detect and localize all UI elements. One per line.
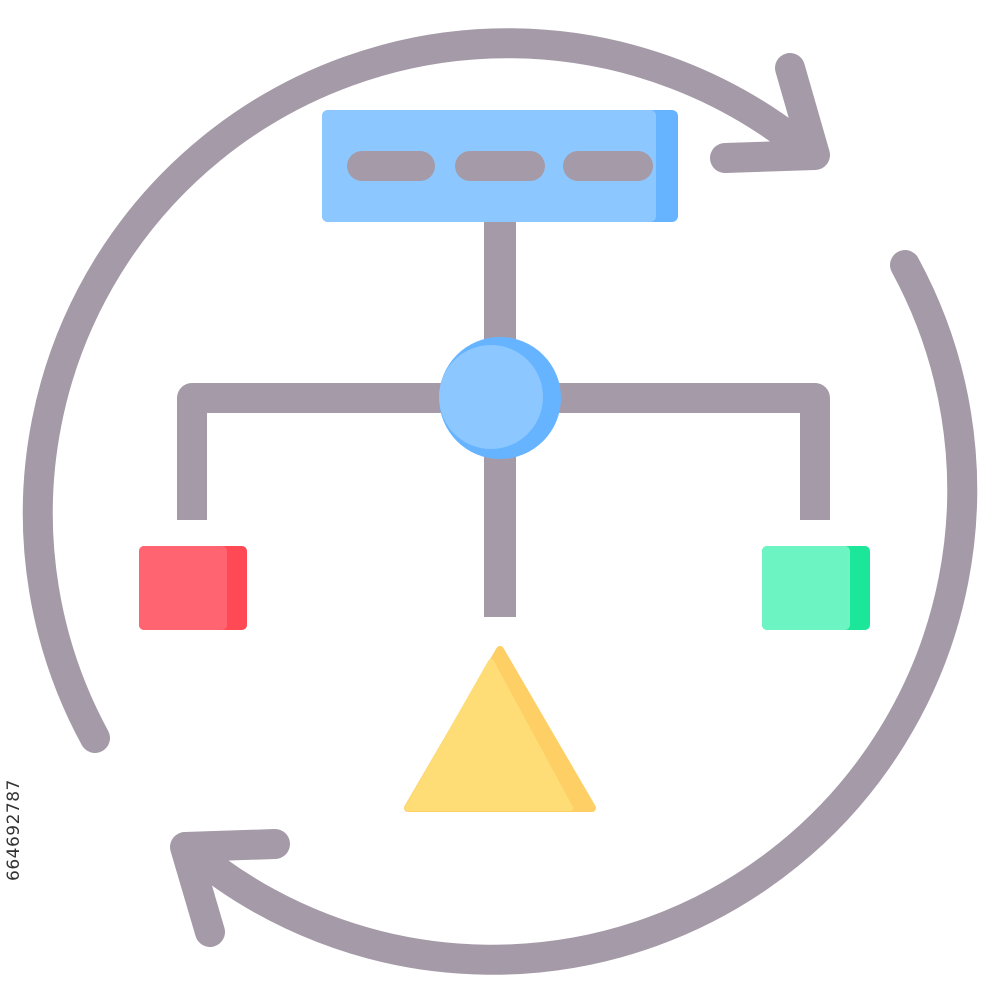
connector-left-branch: [177, 383, 445, 520]
header-dash-3: [563, 151, 653, 181]
cycle-arrow-top-arc: [22, 28, 827, 753]
cycle-arrows: [22, 28, 978, 975]
connector-top-vertical: [484, 220, 516, 350]
connector-right-branch: [555, 383, 830, 520]
triangle-node: [404, 646, 596, 812]
left-square-face: [139, 546, 227, 630]
hub-circle-face: [439, 345, 543, 449]
cycle-arrow-bottom-arc: [173, 250, 978, 975]
connector-lines: [177, 220, 830, 617]
header-dash-2: [455, 151, 545, 181]
right-square-node: [762, 546, 870, 630]
triangle-face: [405, 659, 573, 811]
cycle-arrow-bottom: [170, 250, 978, 975]
hub-circle: [439, 337, 561, 459]
watermark-stock-id: 664692787: [4, 779, 24, 881]
cycle-arrow-bottom-head: [170, 829, 290, 947]
right-square-face: [762, 546, 850, 630]
header-box: [322, 110, 678, 222]
header-dash-1: [347, 151, 435, 181]
cycle-arrow-top-head: [710, 53, 830, 173]
left-square-node: [139, 546, 247, 630]
connector-bottom-vertical: [484, 445, 516, 617]
cycle-arrow-top: [22, 28, 830, 753]
